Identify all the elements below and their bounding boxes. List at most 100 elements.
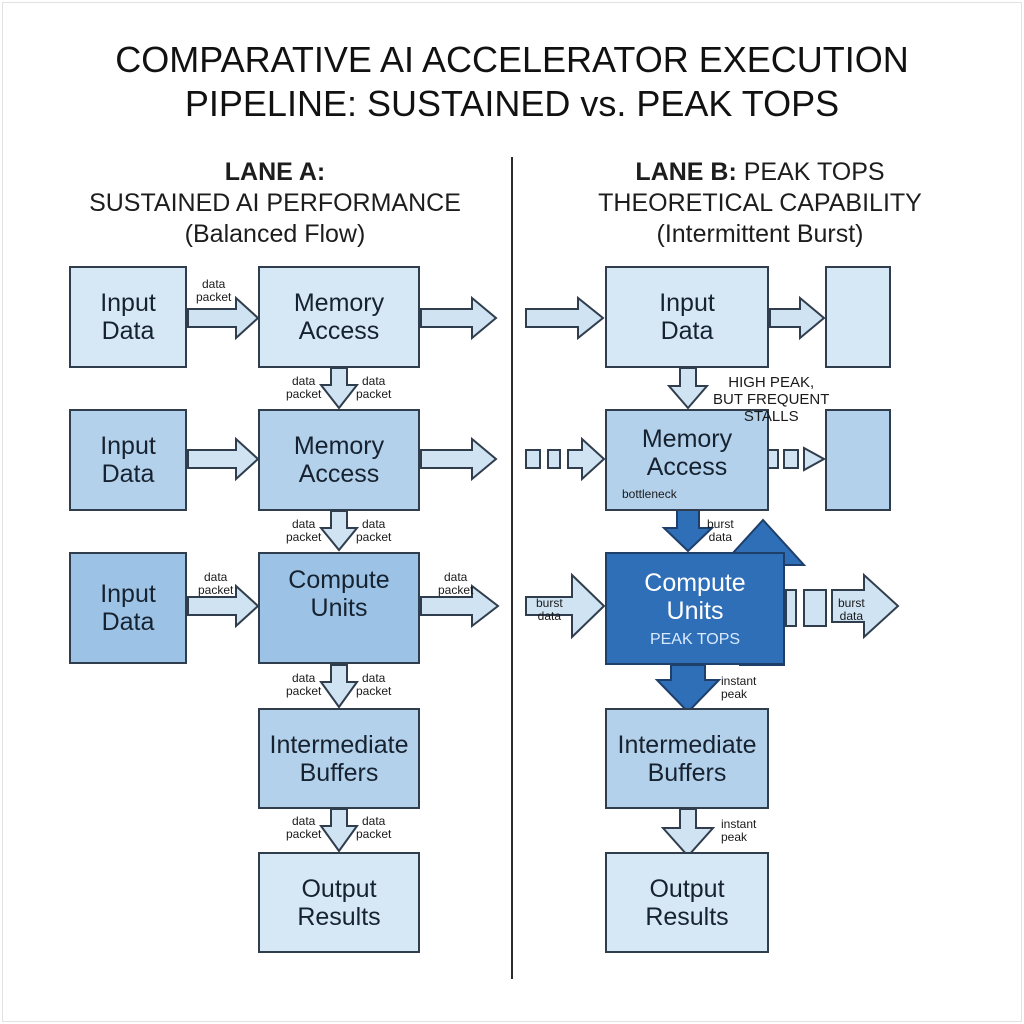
label-line: packet xyxy=(356,387,392,401)
note-line: HIGH PEAK, xyxy=(728,374,815,391)
label-line: burst xyxy=(536,596,563,610)
label-line: data xyxy=(362,374,386,388)
label-line: packet xyxy=(286,387,322,401)
lane-b-output-stub-2 xyxy=(825,409,891,511)
label-line: peak xyxy=(721,830,748,844)
label-line: data xyxy=(202,277,226,291)
label-line: data xyxy=(839,609,864,623)
arrow-b-row3-in xyxy=(525,572,606,640)
diagram-title-line-1: COMPARATIVE AI ACCELERATOR EXECUTION xyxy=(115,39,909,80)
box-label-line: Input xyxy=(100,432,156,460)
arrow-b-row2-out-head xyxy=(803,446,827,472)
lane-b-heading-rest: PEAK TOPS xyxy=(736,158,885,186)
box-label-line: Buffers xyxy=(647,758,727,787)
box-label-line: Compute xyxy=(288,566,390,594)
box-label-line: Intermediate xyxy=(269,730,409,759)
label-line: data xyxy=(444,570,468,584)
label-line: data xyxy=(292,374,316,388)
arrow-b-row1-out xyxy=(769,295,826,341)
label-line: data xyxy=(362,814,386,828)
label-line: data xyxy=(362,517,386,531)
label-line: data xyxy=(204,570,228,584)
box-label-line: Data xyxy=(101,317,155,345)
stall-note: HIGH PEAK, BUT FREQUENT STALLS xyxy=(713,374,829,425)
arrow-a-down-1 xyxy=(318,367,360,410)
box-label-line: Memory xyxy=(293,289,385,317)
label-line: packet xyxy=(196,290,232,304)
box-label-line: Output xyxy=(301,874,377,903)
label-line: data xyxy=(292,671,316,685)
label-line: peak xyxy=(721,687,748,701)
label-line: data xyxy=(292,517,316,531)
arrow-a-row1-in xyxy=(187,295,260,341)
arrow-b-row1-in xyxy=(525,295,605,341)
box-label-line: Data xyxy=(101,608,155,636)
note-line: STALLS xyxy=(743,408,799,425)
box-label-line: Data xyxy=(660,317,714,345)
arrow-a-row2-out xyxy=(420,436,498,482)
box-label-line: Compute xyxy=(644,568,746,597)
box-label-line: Output xyxy=(649,874,725,903)
lane-b-output-stub-1 xyxy=(825,266,891,368)
arrow-b-down-4 xyxy=(660,808,716,858)
label-line: packet xyxy=(286,827,322,841)
label-line: burst xyxy=(838,596,865,610)
box-label-line: Memory xyxy=(293,432,385,460)
lane-a-heading-line2: SUSTAINED AI PERFORMANCE xyxy=(89,189,461,217)
bottleneck-label: bottleneck xyxy=(622,487,677,501)
arrow-b-row2-dash-1 xyxy=(525,449,541,469)
box-label-line: Access xyxy=(646,453,728,481)
arrow-a-row3-in xyxy=(187,583,260,629)
arrow-b-down-3 xyxy=(654,664,722,714)
note-line: BUT FREQUENT xyxy=(713,391,830,408)
lane-a-heading: LANE A: SUSTAINED AI PERFORMANCE (Balanc… xyxy=(70,157,480,250)
label-line: packet xyxy=(356,684,392,698)
arrow-a-row3-out xyxy=(420,583,500,629)
box-label-line: Input xyxy=(659,289,715,317)
box-label-line: Memory xyxy=(641,425,733,453)
arrow-a-row1-out xyxy=(420,295,498,341)
label-line: data xyxy=(362,671,386,685)
box-label-line: Results xyxy=(297,902,381,931)
label-line: packet xyxy=(286,684,322,698)
arrow-b-row3-out-dash-2 xyxy=(803,589,827,627)
diagram-title-line-2: PIPELINE: SUSTAINED vs. PEAK TOPS xyxy=(184,83,840,124)
label-line: burst xyxy=(707,517,734,531)
box-label-line: Access xyxy=(298,317,380,345)
label-line: instant xyxy=(721,674,757,688)
box-label-line: Units xyxy=(310,594,368,622)
label-line: packet xyxy=(438,583,474,597)
lane-a-heading-line3: (Balanced Flow) xyxy=(184,220,366,248)
lane-b-heading-line3: (Intermittent Burst) xyxy=(656,220,864,248)
label-line: packet xyxy=(198,583,234,597)
peak-tops-label: PEAK TOPS xyxy=(649,630,741,648)
arrow-a-row2-in xyxy=(187,436,260,482)
arrow-a-down-4 xyxy=(319,808,359,853)
box-label-line: Results xyxy=(645,902,729,931)
arrow-b-row3-out-dash-1 xyxy=(785,589,797,627)
box-label-line: Input xyxy=(100,289,156,317)
